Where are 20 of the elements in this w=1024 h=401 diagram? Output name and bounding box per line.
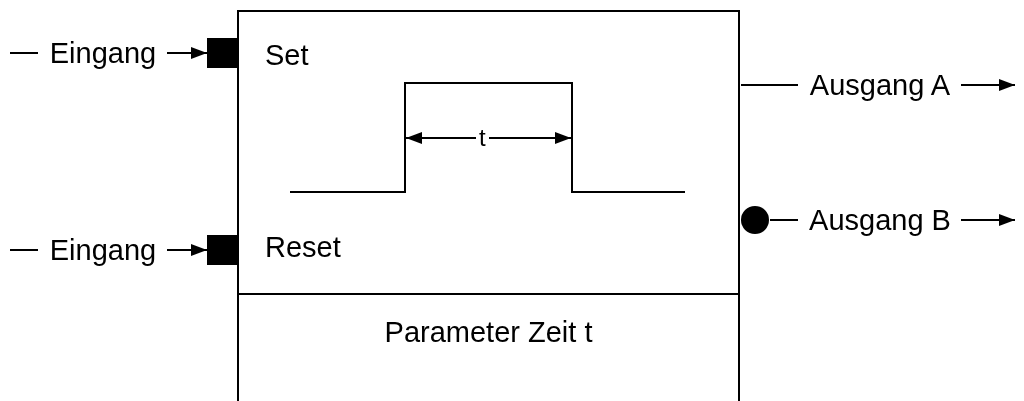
- parameter-label: Parameter Zeit t: [383, 315, 594, 349]
- input-label: Eingang: [40, 36, 166, 70]
- output-label: Ausgang B: [800, 203, 960, 237]
- connector-line: [769, 219, 799, 221]
- output-label: Ausgang A: [800, 68, 960, 102]
- connector-line: [9, 52, 39, 54]
- arrow: [166, 244, 208, 256]
- input-port-square: [207, 235, 237, 265]
- port-label: Reset: [265, 230, 341, 264]
- connector-line: [740, 84, 799, 86]
- input-port-square: [207, 38, 237, 68]
- inverted-output-dot: [741, 206, 769, 234]
- parameter-panel: [237, 295, 740, 401]
- input-label: Eingang: [40, 233, 166, 267]
- arrow: [166, 47, 208, 59]
- arrow: [960, 214, 1016, 226]
- function-block: [237, 10, 740, 295]
- connector-line: [9, 249, 39, 251]
- port-label: Set: [265, 38, 309, 72]
- arrow: [960, 79, 1016, 91]
